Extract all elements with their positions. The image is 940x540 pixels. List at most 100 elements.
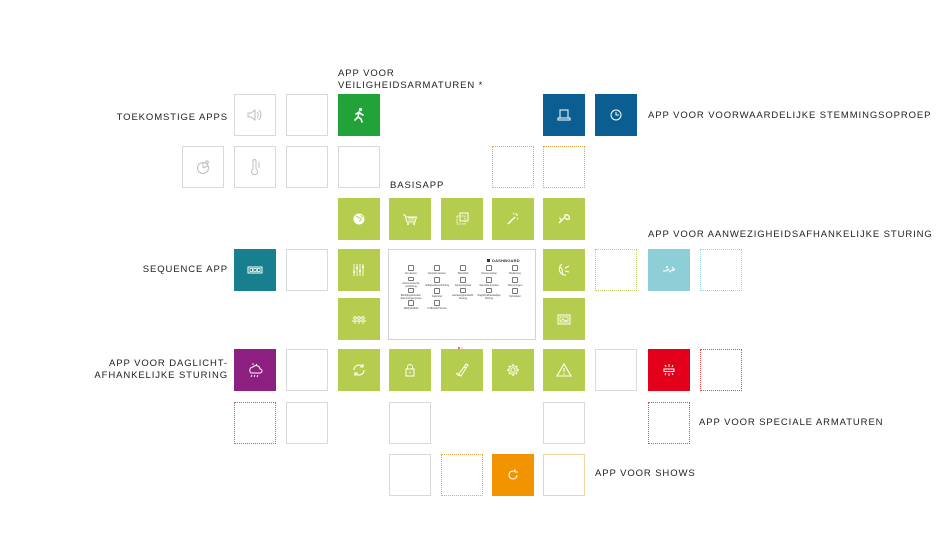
clock-icon — [610, 109, 622, 121]
tile-empty[interactable] — [543, 454, 585, 496]
sequence-frames-icon — [247, 266, 263, 274]
label-shows-app: APP VOOR SHOWS — [595, 468, 696, 479]
tile-empty[interactable] — [338, 146, 380, 188]
tile-empty[interactable] — [286, 94, 328, 136]
globe-icon — [353, 213, 365, 225]
tablet-item: Sfeerlicht — [450, 265, 476, 277]
tablet-item: Bedrijfsgebonden Stemmingsoproep — [398, 288, 424, 300]
tablet-item-icon — [512, 276, 518, 283]
tile-speciale-armaturen-app[interactable] — [648, 349, 690, 391]
tablet-item-label: Speciale functies — [479, 283, 499, 287]
tile-empty[interactable] — [389, 402, 431, 444]
tile-future-pie[interactable] — [182, 146, 224, 188]
tile-daglicht-app[interactable] — [234, 349, 276, 391]
tray-icon — [557, 109, 571, 121]
tile-basisapp-wand[interactable] — [492, 198, 534, 240]
tablet-page-dots — [458, 336, 466, 349]
picture-icon — [557, 314, 571, 325]
tile-empty-dotted[interactable] — [700, 349, 742, 391]
tablet-item: Astronomische verlichting — [398, 276, 424, 288]
tile-basisapp-gear[interactable] — [492, 349, 534, 391]
moon-wave-icon — [558, 263, 570, 276]
person-motion-icon — [663, 266, 675, 273]
tablet-item-icon — [434, 276, 440, 283]
tile-empty[interactable] — [543, 402, 585, 444]
speaker-icon — [247, 109, 262, 121]
tile-basisapp-moon[interactable] — [543, 249, 585, 291]
tile-stemming-app-2[interactable] — [595, 94, 637, 136]
running-person-icon — [354, 107, 364, 123]
tablet-item-label: Veiligheidsverlichting — [424, 283, 450, 287]
tablet-item: Speciale functies — [476, 276, 502, 289]
tablet-item-icon — [486, 265, 492, 271]
cloud-sun-icon — [249, 363, 263, 378]
tile-empty-dotted[interactable] — [700, 249, 742, 291]
label-speciale-armaturen-app: APP VOOR SPECIALE ARMATUREN — [699, 417, 884, 428]
tablet-item-icon — [408, 276, 414, 281]
tile-empty[interactable] — [286, 402, 328, 444]
tile-empty-dotted[interactable] — [543, 146, 585, 188]
tablet-item-label: Sceneverloop — [481, 272, 497, 275]
tile-basisapp-globe[interactable] — [338, 198, 380, 240]
tile-empty-dotted[interactable] — [648, 402, 690, 444]
tablet-item-label: Armaturen — [404, 272, 418, 275]
tile-basisapp-refresh[interactable] — [338, 349, 380, 391]
tablet-item: Armaturen — [398, 265, 424, 277]
tablet-item: Bediening — [502, 265, 528, 277]
tablet-item: Aanwezigheidsafh. Sturing — [450, 288, 476, 300]
tile-empty-dotted[interactable] — [441, 454, 483, 496]
tablet-item-label: Bedrijfsgebonden Stemmingsoproep — [400, 293, 422, 300]
tile-basisapp-brush[interactable] — [441, 349, 483, 391]
tablet-item: Scheduler — [502, 288, 528, 300]
tile-future-speaker[interactable] — [234, 94, 276, 136]
tile-shows-app[interactable] — [492, 454, 534, 496]
tablet-item: Sceneverloop — [476, 265, 502, 277]
tile-basisapp-cart[interactable] — [389, 198, 431, 240]
magic-wand-icon — [507, 212, 519, 225]
thermometer-icon — [251, 159, 260, 176]
tablet-item: LITECOM Scene — [424, 299, 450, 312]
tile-empty[interactable] — [389, 454, 431, 496]
tile-basisapp-nodes[interactable] — [338, 298, 380, 340]
label-aanwezigheid-app: APP VOOR AANWEZIGHEIDSAFHANKELIJKE STURI… — [648, 229, 933, 240]
tile-empty-dotted[interactable] — [595, 249, 637, 291]
tablet-item-label: Stemmingen — [507, 283, 523, 287]
tile-empty[interactable] — [286, 349, 328, 391]
tile-basisapp-lock[interactable] — [389, 349, 431, 391]
tile-future-thermometer[interactable] — [234, 146, 276, 188]
tile-empty[interactable] — [286, 146, 328, 188]
tile-veiligheid-app[interactable] — [338, 94, 380, 136]
tablet-item-label: Astronomische verlichting — [402, 282, 420, 288]
tablet-item-icon — [460, 288, 466, 293]
selection-square-icon — [456, 212, 469, 225]
tablet-item-icon — [512, 265, 518, 271]
refresh-icon — [353, 364, 365, 376]
tile-basisapp-warning[interactable] — [543, 349, 585, 391]
label-basisapp: BASISAPP — [390, 180, 445, 191]
tile-empty-dotted[interactable] — [492, 146, 534, 188]
tablet-item-label: Scheduler — [509, 295, 521, 298]
tile-basisapp-spanner[interactable] — [543, 198, 585, 240]
tile-empty[interactable] — [595, 349, 637, 391]
label-veiligheid-app: APP VOOR VEILIGHEIDSARMATUREN * — [338, 68, 484, 91]
tablet-item-label: Sportarmaturen — [427, 272, 447, 275]
lamp-rays-icon — [663, 364, 675, 376]
tablet-item-icon — [408, 265, 414, 271]
tablet-item: SEQUENCE — [398, 299, 424, 312]
tile-stemming-app-1[interactable] — [543, 94, 585, 136]
gear-icon — [507, 364, 519, 376]
tile-basisapp-picture[interactable] — [543, 298, 585, 340]
tile-aanwezigheid-app[interactable] — [648, 249, 690, 291]
tile-empty-dotted[interactable] — [234, 402, 276, 444]
tile-basisapp-selection[interactable] — [441, 198, 483, 240]
shopping-cart-icon — [403, 214, 418, 225]
tablet-item-label: SEQUENCE — [403, 306, 419, 310]
tablet-item: Stemmingen — [502, 276, 528, 289]
tile-basisapp-sliders[interactable] — [338, 249, 380, 291]
tablet-item: Daglichtafhankelijke Sturing — [476, 288, 502, 300]
tile-sequence-app[interactable] — [234, 249, 276, 291]
tile-empty[interactable] — [286, 249, 328, 291]
label-daglicht-app: APP VOOR DAGLICHT- AFHANKELIJKE STURING — [94, 358, 228, 381]
